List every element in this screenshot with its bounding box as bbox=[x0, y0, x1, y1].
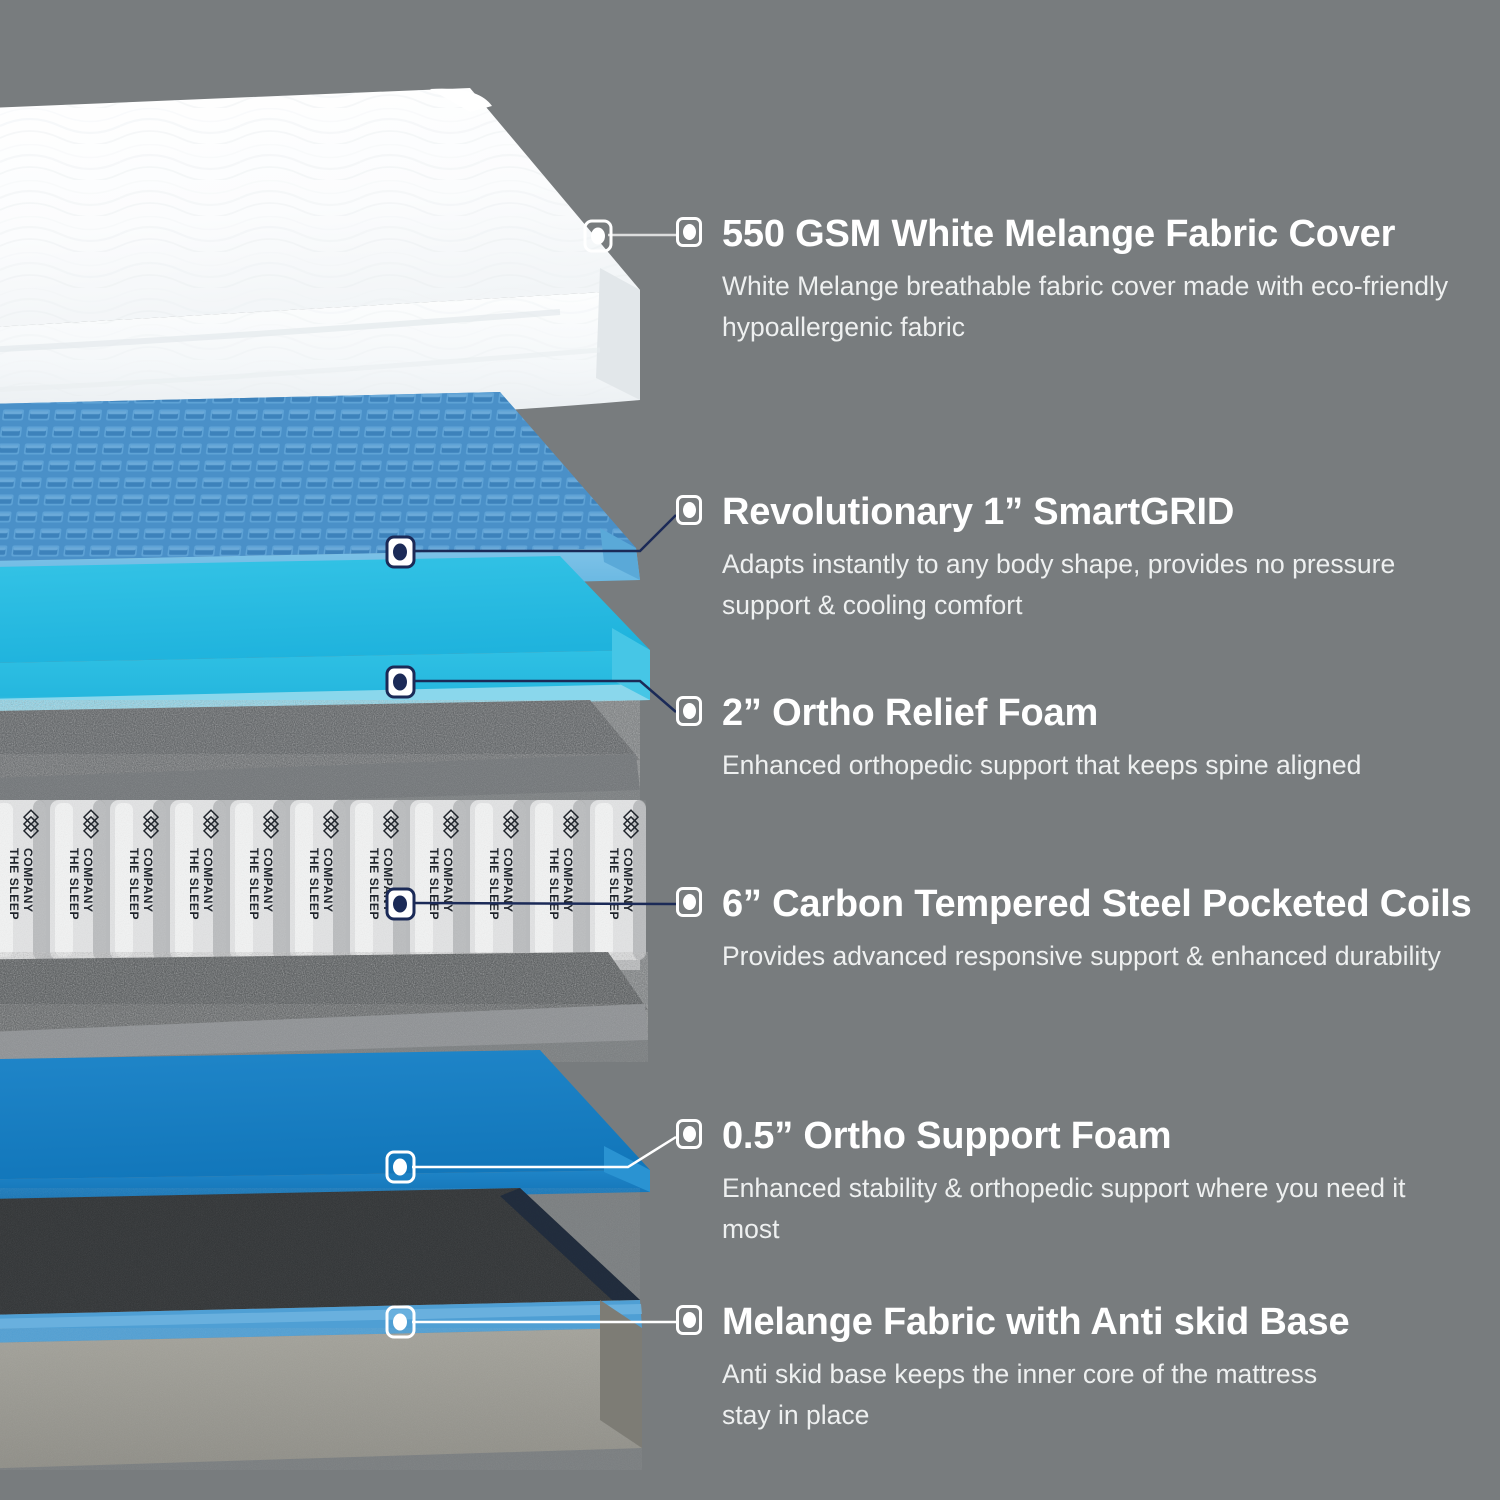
svg-text:COMPANY: COMPANY bbox=[21, 848, 35, 913]
layer-anti-skid-base bbox=[0, 1188, 642, 1469]
callout-body-cover: White Melange breathable fabric cover ma… bbox=[722, 271, 1449, 343]
callout-body-ortho-relief-foam: Enhanced orthopedic support that keeps s… bbox=[722, 750, 1362, 781]
svg-text:THE SLEEP: THE SLEEP bbox=[487, 848, 501, 920]
layer-ortho-relief-foam bbox=[0, 556, 650, 715]
callout-headline-ortho-relief-foam: 2” Ortho Relief Foam bbox=[722, 692, 1099, 734]
svg-text:THE SLEEP: THE SLEEP bbox=[187, 848, 201, 920]
callout-headline-ortho-support-foam: 0.5” Ortho Support Foam bbox=[722, 1115, 1172, 1157]
svg-text:COMPANY: COMPANY bbox=[381, 848, 395, 913]
svg-text:THE SLEEP: THE SLEEP bbox=[67, 848, 81, 920]
callout-marker-icon-anti-skid-base[interactable] bbox=[676, 1305, 702, 1335]
svg-text:THE SLEEP: THE SLEEP bbox=[427, 848, 441, 920]
svg-text:COMPANY: COMPANY bbox=[81, 848, 95, 913]
callout-body-anti-skid-base: Anti skid base keeps the inner core of t… bbox=[722, 1359, 1318, 1431]
svg-text:THE SLEEP: THE SLEEP bbox=[307, 848, 321, 920]
callout-marker-icon-ortho-relief-foam[interactable] bbox=[676, 696, 702, 726]
layer-felt-pad-top bbox=[0, 700, 640, 811]
layer-white-melange-cover bbox=[0, 88, 640, 431]
svg-text:THE SLEEP: THE SLEEP bbox=[7, 848, 21, 920]
layer-felt-pad-bottom bbox=[0, 952, 648, 1061]
svg-text:THE SLEEP: THE SLEEP bbox=[607, 848, 621, 920]
callout-body-ortho-support-foam: Enhanced stability & orthopedic support … bbox=[722, 1173, 1406, 1245]
layer-ortho-support-foam bbox=[0, 1050, 650, 1205]
svg-text:THE SLEEP: THE SLEEP bbox=[547, 848, 561, 920]
callout-ortho-support-foam: 0.5” Ortho Support Foam Enhanced stabili… bbox=[676, 1113, 1476, 1250]
svg-text:THE SLEEP: THE SLEEP bbox=[127, 848, 141, 920]
svg-text:THE SLEEP: THE SLEEP bbox=[247, 848, 261, 920]
callout-anti-skid-base: Melange Fabric with Anti skid Base Anti … bbox=[676, 1299, 1476, 1436]
svg-text:COMPANY: COMPANY bbox=[441, 848, 455, 913]
svg-text:COMPANY: COMPANY bbox=[501, 848, 515, 913]
callout-body-pocketed-coils: Provides advanced responsive support & e… bbox=[722, 941, 1441, 972]
callout-body-smartgrid: Adapts instantly to any body shape, prov… bbox=[722, 549, 1396, 621]
callout-pocketed-coils: 6” Carbon Tempered Steel Pocketed Coils … bbox=[676, 881, 1476, 977]
callout-headline-cover: 550 GSM White Melange Fabric Cover bbox=[722, 213, 1396, 255]
callout-headline-pocketed-coils: 6” Carbon Tempered Steel Pocketed Coils bbox=[722, 883, 1472, 925]
callout-cover: 550 GSM White Melange Fabric Cover White… bbox=[676, 211, 1476, 348]
svg-text:COMPANY: COMPANY bbox=[201, 848, 215, 913]
callout-marker-icon-ortho-support-foam[interactable] bbox=[676, 1119, 702, 1149]
callout-marker-icon-smartgrid[interactable] bbox=[676, 495, 702, 525]
callout-ortho-relief-foam: 2” Ortho Relief Foam Enhanced orthopedic… bbox=[676, 690, 1476, 786]
svg-text:COMPANY: COMPANY bbox=[261, 848, 275, 913]
svg-text:COMPANY: COMPANY bbox=[561, 848, 575, 913]
svg-text:COMPANY: COMPANY bbox=[141, 848, 155, 913]
callout-smartgrid: Revolutionary 1” SmartGRID Adapts instan… bbox=[676, 489, 1476, 626]
callout-marker-icon-cover[interactable] bbox=[676, 217, 702, 247]
callout-headline-anti-skid-base: Melange Fabric with Anti skid Base bbox=[722, 1301, 1350, 1343]
callout-headline-smartgrid: Revolutionary 1” SmartGRID bbox=[722, 491, 1235, 533]
callout-marker-icon-pocketed-coils[interactable] bbox=[676, 887, 702, 917]
svg-text:THE SLEEP: THE SLEEP bbox=[367, 848, 381, 920]
svg-text:COMPANY: COMPANY bbox=[621, 848, 635, 913]
svg-text:COMPANY: COMPANY bbox=[321, 848, 335, 913]
